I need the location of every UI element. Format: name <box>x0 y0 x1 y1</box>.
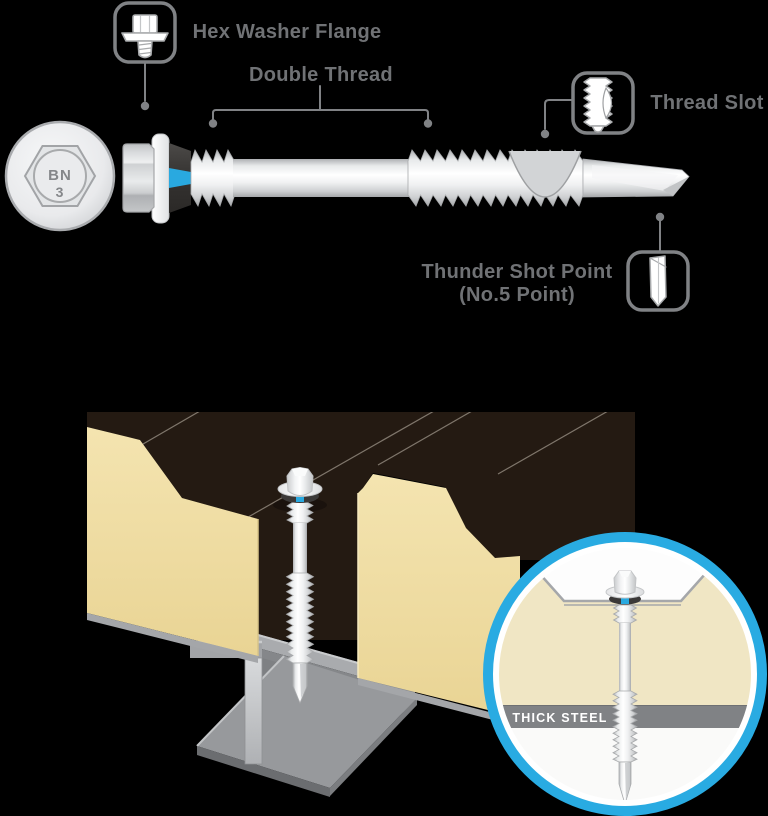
beam-bottom-flange-front <box>197 746 330 797</box>
thick-steel-inset: THICK STEEL <box>483 532 767 816</box>
callouts <box>113 1 690 312</box>
screw-head-front-view: BN 3 <box>4 120 116 232</box>
drill-flute-highlight <box>592 165 678 191</box>
blue-seal-band <box>169 168 191 188</box>
panel-top-seam-lines <box>111 412 609 533</box>
right-panel-bottom-skin <box>358 678 520 727</box>
screw-head-top-facet <box>292 467 308 476</box>
installation-illustration: THICK STEEL <box>87 412 767 816</box>
head-marking-line1: BN <box>48 167 72 184</box>
label-thunder-shot-line2: (No.5 Point) <box>459 284 575 306</box>
beam-bottom-flange-highlight <box>196 655 285 747</box>
hex-head-side <box>122 143 155 213</box>
inset-screw-lower-thread <box>612 690 638 763</box>
screw-smooth-shank <box>293 523 307 573</box>
inset-band-label: THICK STEEL <box>512 711 607 725</box>
screw-drill-flute <box>300 664 306 698</box>
inset-white-ring <box>492 541 758 807</box>
smooth-shank <box>233 159 410 197</box>
thread-slot-icon <box>571 71 635 135</box>
left-panel <box>87 427 259 663</box>
thread-slot-icon-art <box>583 77 613 133</box>
screw-hex-head <box>286 466 314 497</box>
head-marking-line2: 3 <box>56 184 65 200</box>
thunder-shot-point-icon <box>626 250 690 312</box>
drill-tip-shade <box>663 176 689 196</box>
panel-top-surface <box>87 412 635 640</box>
right-panel-core-face <box>358 474 520 718</box>
left-panel-core-face <box>87 427 258 656</box>
inset-screw <box>605 570 645 801</box>
thread-section-upper <box>190 149 236 207</box>
thread-slot-pointer-dot <box>540 129 550 139</box>
thunder-shot-point-icon-art <box>649 255 667 307</box>
inset-screw-upper-thread <box>612 604 638 624</box>
head-marking-circle <box>33 149 87 203</box>
screw-upper-thread <box>286 501 314 524</box>
thread-slot-edge <box>508 150 582 198</box>
inset-blue-ring <box>483 532 767 816</box>
hex-washer-flange-icon-art <box>121 14 169 59</box>
beam-bottom-flange-end <box>330 698 417 796</box>
inset-screw-flute <box>625 763 630 799</box>
beam-web-face <box>244 657 263 765</box>
label-thunder-shot-line1: Thunder Shot Point <box>422 261 613 283</box>
thread-slot-pointer <box>544 99 574 130</box>
label-thread-slot: Thread Slot <box>650 92 763 114</box>
inset-screw-head-facet <box>619 571 631 577</box>
right-panel <box>357 474 520 727</box>
screw-side-view <box>122 133 690 224</box>
thunder-shot-pointer-dot <box>655 212 665 222</box>
left-panel-bottom-skin <box>87 613 258 663</box>
label-hex-washer-flange: Hex Washer Flange <box>193 21 382 43</box>
double-thread-dot-right <box>423 119 433 128</box>
double-thread-dot-left <box>208 119 218 128</box>
double-thread-bracket <box>212 85 429 121</box>
inset-screw-blue-seal <box>621 595 629 604</box>
steel-beam <box>190 634 417 797</box>
callout-labels: Hex Washer Flange Double Thread Thread S… <box>193 21 764 306</box>
label-double-thread: Double Thread <box>249 64 393 86</box>
inset-screw-shank <box>619 623 631 691</box>
hex-washer-flange-pointer-dot <box>140 101 150 111</box>
screw-side-diagram: BN 3 <box>4 1 764 312</box>
installed-screw <box>273 466 327 705</box>
